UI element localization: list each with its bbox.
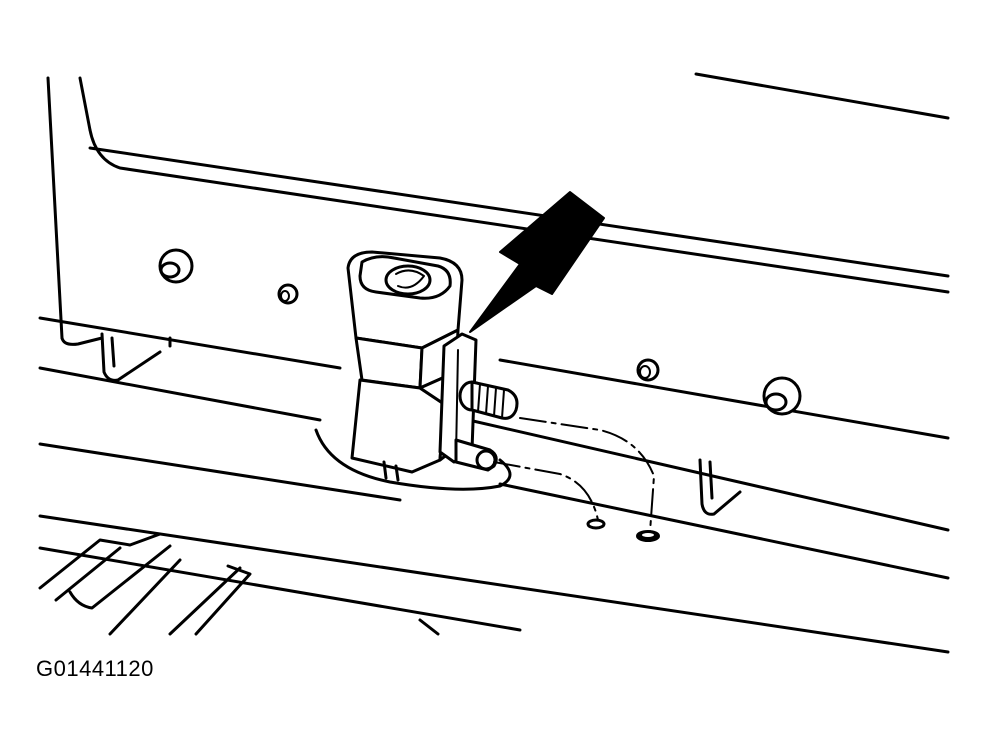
switch-recess xyxy=(314,428,512,491)
stud-right xyxy=(762,376,802,416)
door-switch xyxy=(346,250,478,482)
right-bracket-tab xyxy=(698,458,742,516)
mounting-holes xyxy=(586,518,660,542)
left-bracket-tab xyxy=(100,332,162,382)
mounting-tab xyxy=(454,438,498,472)
floor-ribs xyxy=(38,532,440,636)
hole-left xyxy=(277,283,299,305)
alignment-lines xyxy=(493,417,655,533)
hole-right xyxy=(636,358,660,382)
threaded-plunger xyxy=(458,380,519,420)
stud-left xyxy=(158,248,194,284)
pointer-arrow xyxy=(469,191,605,333)
figure-id-label: G01441120 xyxy=(36,656,154,681)
lower-rails xyxy=(38,316,950,654)
upper-panel-outline xyxy=(46,72,950,348)
